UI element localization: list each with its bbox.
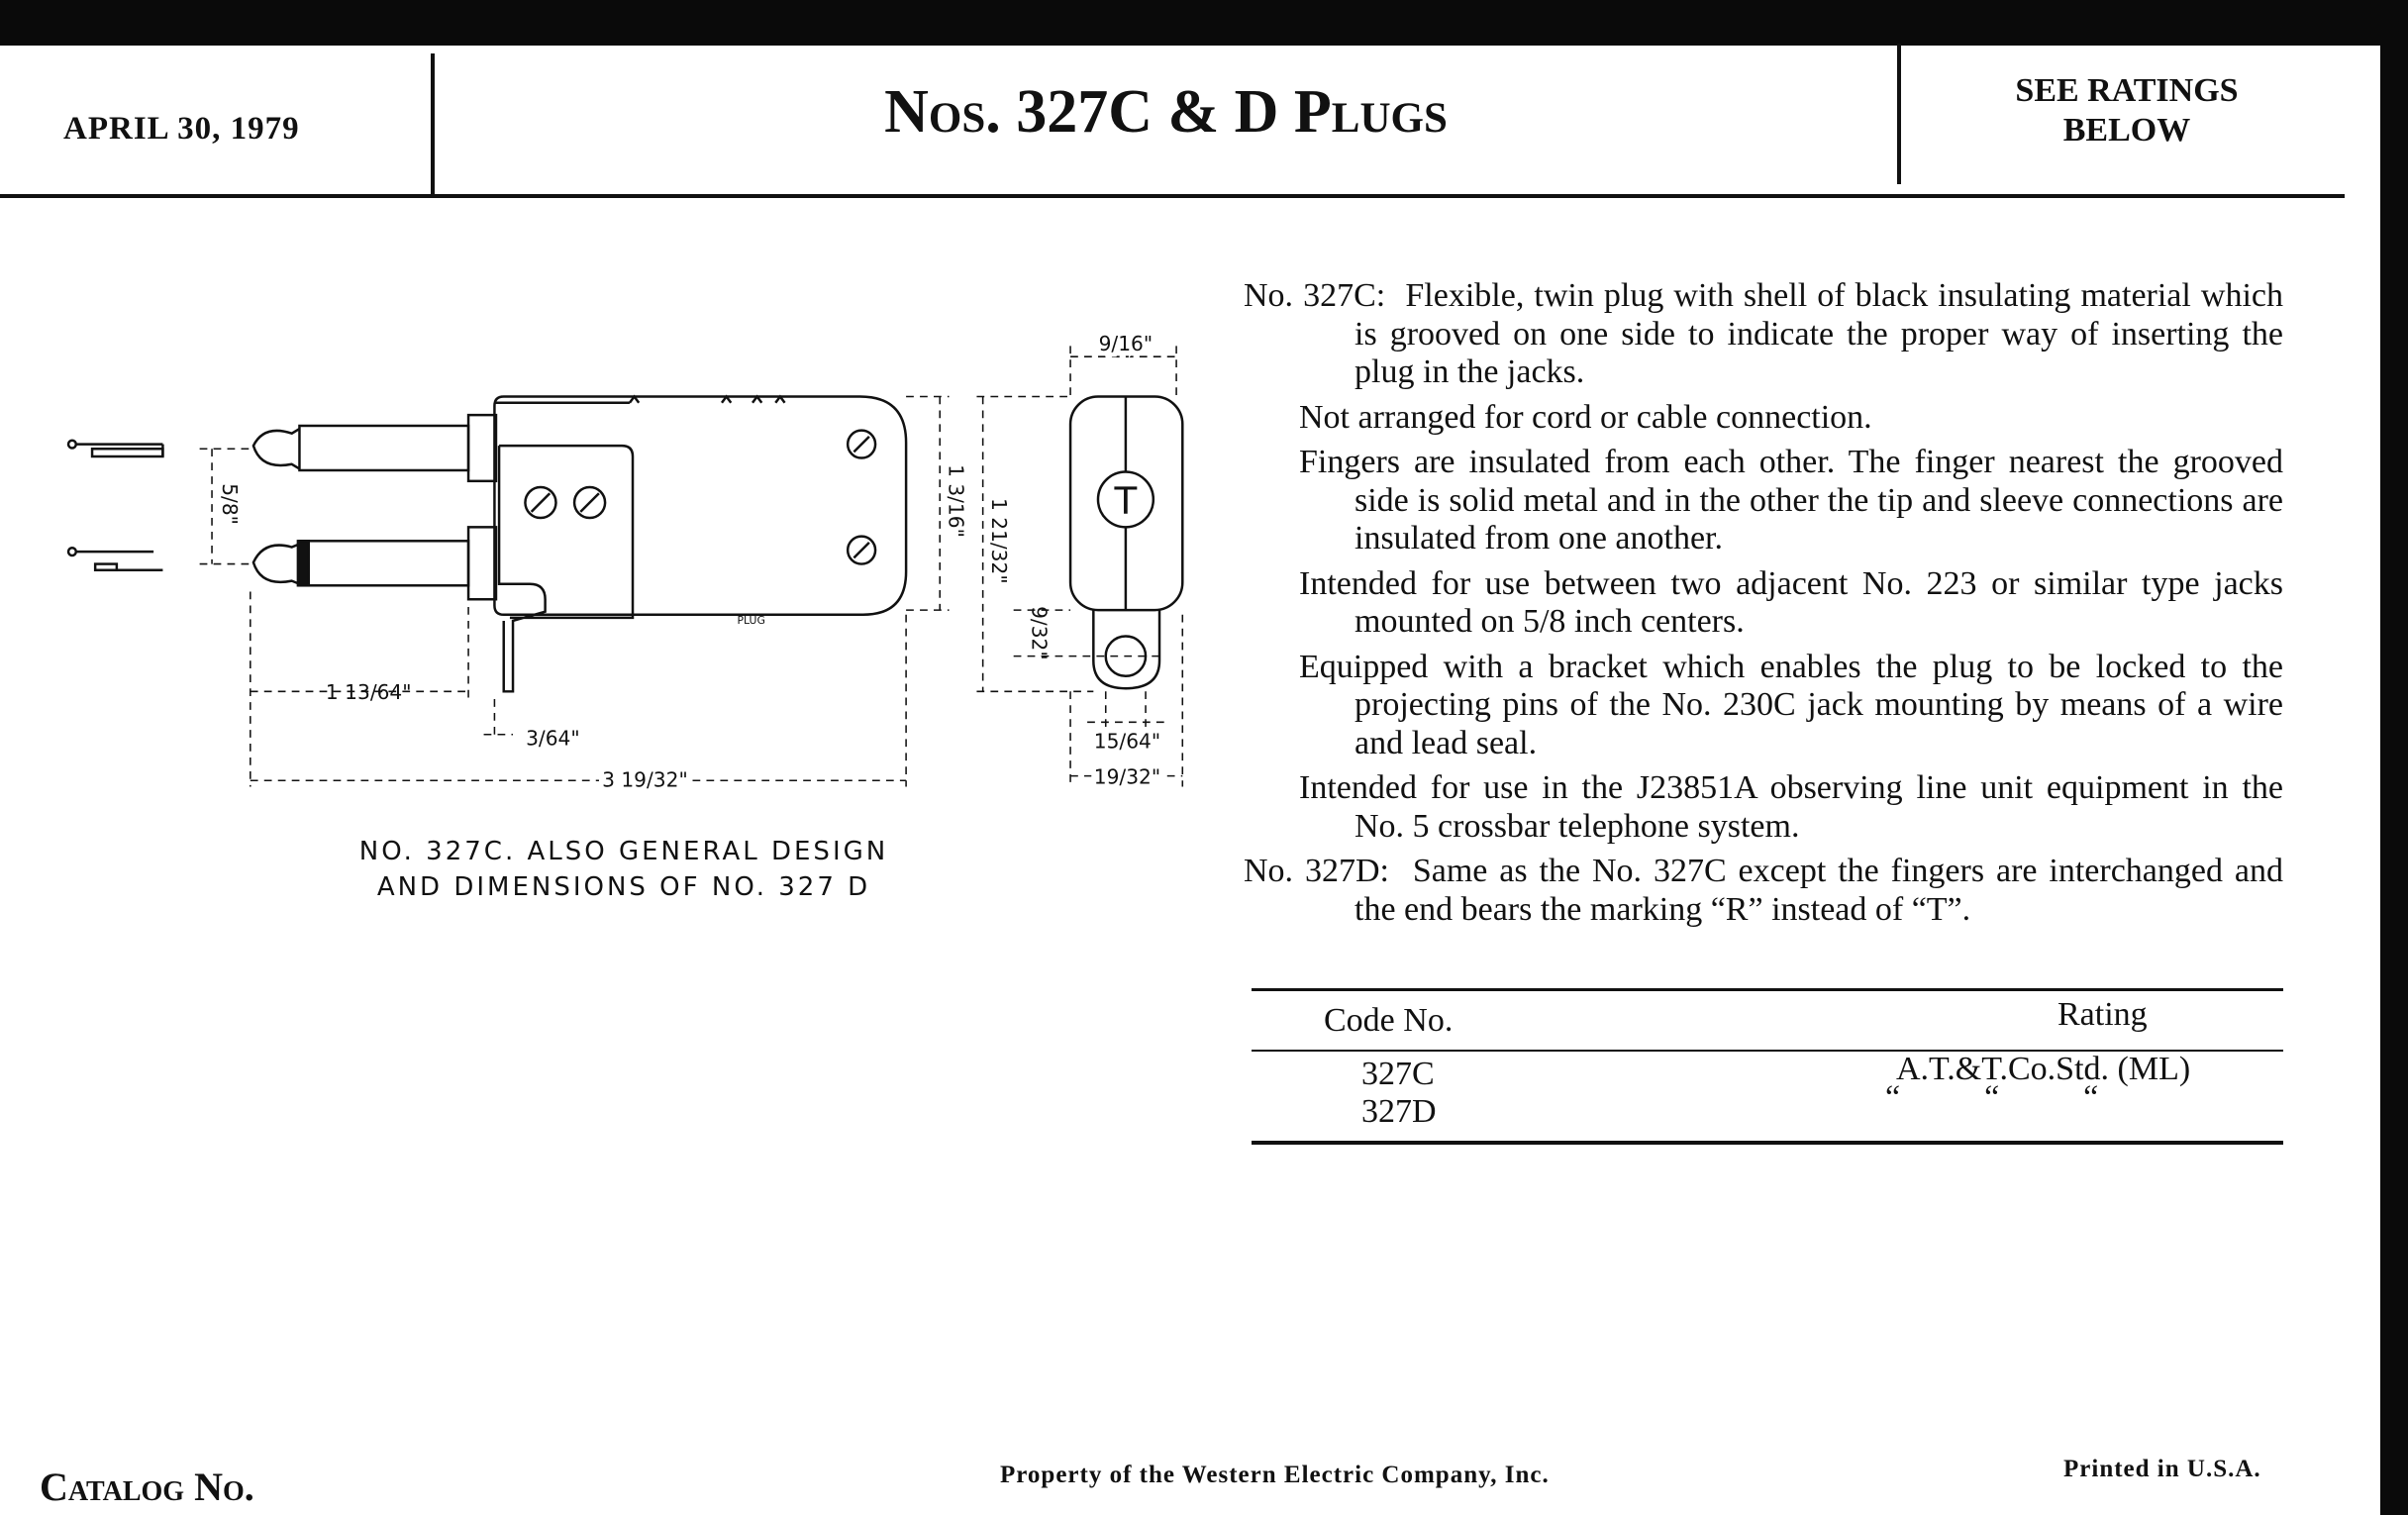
table-cell-code: 327C xyxy=(1361,1056,1435,1092)
screw-icon xyxy=(524,485,557,520)
paragraph-text: Same as the No. 327C except the fingers … xyxy=(1354,853,2283,928)
drawing-caption: NO. 327C. ALSO GENERAL DESIGN AND DIMENS… xyxy=(297,834,951,905)
issue-date: APRIL 30, 1979 xyxy=(63,111,300,147)
ratings-note: SEE RATINGS BELOW xyxy=(1903,71,2351,151)
page-title: Nos. 327C & D Plugs xyxy=(884,78,1448,146)
dim-end-width: 9/16" xyxy=(1099,332,1154,355)
dim-overall-height: 1 21/32" xyxy=(987,498,1011,584)
tab-hole xyxy=(1104,635,1148,678)
header-divider xyxy=(1897,44,1901,184)
dim-finger-spacing: 5/8" xyxy=(218,483,242,525)
scan-border-top xyxy=(0,0,2408,46)
plug-finger-bottom xyxy=(251,526,498,601)
description-paragraph: Fingers are insulated from each other. T… xyxy=(1299,444,2283,556)
catalog-number-label: Catalog No. xyxy=(40,1464,254,1509)
dim-finger-length: 1 13/64" xyxy=(326,680,412,704)
header-divider xyxy=(431,53,435,194)
end-marking-circle xyxy=(1096,470,1155,529)
description-paragraph: Equipped with a bracket which enables th… xyxy=(1299,648,2283,761)
caption-line: AND DIMENSIONS OF NO. 327 D xyxy=(376,872,871,902)
table-cell-rating: “ “ “ xyxy=(1885,1079,2099,1116)
dimension-lines xyxy=(199,346,1184,787)
paragraph-text: Flexible, twin plug with shell of black … xyxy=(1354,277,2283,390)
item-label: No. 327C: xyxy=(1244,277,1386,314)
column-header-code: Code No. xyxy=(1324,1002,1454,1039)
description-paragraph: No. 327C: Flexible, twin plug with shell… xyxy=(1244,277,2283,392)
ratings-note-line: SEE RATINGS xyxy=(2015,72,2239,109)
description-paragraph: No. 327D: Same as the No. 327C except th… xyxy=(1244,853,2283,929)
table-cell-code: 327D xyxy=(1361,1093,1437,1130)
printed-in-notice: Printed in U.S.A. xyxy=(2063,1456,2261,1482)
description-paragraph: Intended for use between two adjacent No… xyxy=(1299,564,2283,641)
bracket-tab xyxy=(1092,610,1161,690)
screw-icon xyxy=(572,485,607,520)
table-cell-rating: A.T.&T.Co.Std. (ML) xyxy=(1896,1051,2191,1087)
property-notice: Property of the Western Electric Company… xyxy=(1000,1462,1550,1488)
caption-line: NO. 327C. ALSO GENERAL DESIGN xyxy=(358,837,889,866)
description: No. 327C: Flexible, twin plug with shell… xyxy=(1244,277,2283,936)
end-marking: T xyxy=(1114,478,1138,522)
screw-icon xyxy=(846,535,877,565)
table-rule xyxy=(1252,1141,2283,1145)
dim-bracket-thickness: 3/64" xyxy=(526,727,580,751)
dim-body-height: 1 3/16" xyxy=(945,464,968,538)
screw-icon xyxy=(846,429,877,459)
column-header-rating: Rating xyxy=(2057,996,2148,1033)
description-paragraph: Not arranged for cord or cable connectio… xyxy=(1299,398,1872,436)
finger-symbol xyxy=(66,547,163,572)
dim-tab-offset: 9/32" xyxy=(1027,606,1051,660)
grooves xyxy=(628,394,786,404)
bracket xyxy=(497,444,635,693)
finger-symbol xyxy=(66,439,164,458)
header-rule xyxy=(0,194,2345,198)
item-label: No. 327D: xyxy=(1244,853,1389,889)
plug-label: PLUG xyxy=(737,614,764,627)
plug-finger-top xyxy=(251,413,498,483)
table-rule xyxy=(1252,988,2283,991)
description-paragraph: Intended for use in the J23851A observin… xyxy=(1299,769,2283,845)
table-rule xyxy=(1252,1050,2283,1052)
dim-hole-dia: 15/64" xyxy=(1094,730,1160,754)
dim-tab-width: 19/32" xyxy=(1094,764,1160,788)
ratings-note-line: BELOW xyxy=(2062,112,2191,149)
scan-border-right xyxy=(2380,0,2408,1515)
dim-overall-length: 3 19/32" xyxy=(602,767,688,791)
